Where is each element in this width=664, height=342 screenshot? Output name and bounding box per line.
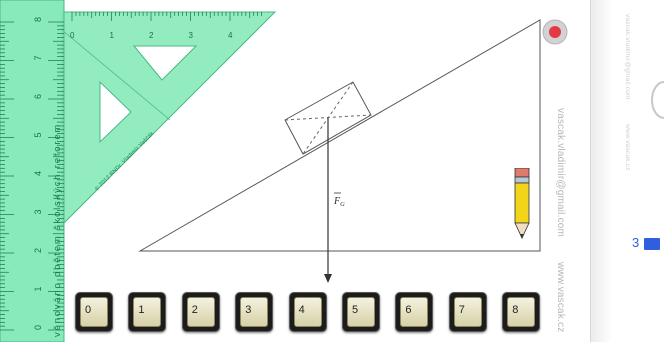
ruler-number: 8	[33, 17, 43, 22]
set-square-number: 0	[70, 31, 75, 40]
gravity-arrow-head	[324, 274, 332, 283]
ruler-number: 4	[33, 171, 43, 176]
ruler-caption: věnováno obětem školských reforem	[52, 122, 63, 337]
number-key-label: 2	[186, 297, 215, 327]
ruler-number: 6	[33, 94, 43, 99]
number-key-8[interactable]: 8	[502, 292, 541, 332]
right-watermark-email: vascak.vladimir@gmail.com	[624, 14, 631, 100]
set-square-scale: 0 1 2 3 4	[70, 12, 262, 40]
record-button-icon[interactable]	[541, 18, 569, 46]
number-key-7[interactable]: 7	[448, 292, 487, 332]
set-square-number: 2	[149, 31, 154, 40]
long-ruler-scale: 0 1 2 3 4 5 6 7 8	[0, 17, 64, 331]
ruler-number: 7	[33, 55, 43, 60]
number-key-3[interactable]: 3	[235, 292, 274, 332]
ruler-number: 5	[33, 132, 43, 137]
number-key-6[interactable]: 6	[395, 292, 434, 332]
right-panel-badge[interactable]: 3	[632, 235, 660, 250]
set-square-number: 1	[110, 31, 115, 40]
number-key-label: 3	[240, 297, 269, 327]
right-panel-knob[interactable]	[650, 80, 664, 120]
number-key-2[interactable]: 2	[181, 292, 220, 332]
inclined-plane	[138, 19, 541, 252]
number-key-label: 8	[507, 297, 536, 327]
number-key-label: 1	[133, 297, 162, 327]
number-key-4[interactable]: 4	[288, 292, 327, 332]
set-square-hole-left	[99, 80, 132, 144]
number-key-label: 7	[453, 297, 482, 327]
set-square-number: 3	[189, 31, 194, 40]
panel-divider	[590, 0, 591, 342]
number-key-0[interactable]: 0	[75, 292, 113, 332]
set-square-edge	[61, 29, 171, 121]
right-watermark-site: www.vascak.cz	[624, 124, 631, 171]
badge-number: 3	[632, 235, 640, 250]
ruler-number: 0	[33, 325, 43, 330]
number-key-label: 6	[400, 297, 429, 327]
force-label: FG	[333, 196, 345, 208]
number-key-label: 0	[80, 297, 108, 327]
right-panel-shadow	[591, 0, 613, 342]
pencil-icon[interactable]	[512, 168, 532, 242]
set-square-hole-top	[132, 45, 198, 81]
long-ruler[interactable]	[0, 0, 65, 342]
number-key-label: 4	[293, 297, 322, 327]
badge-block	[643, 237, 660, 250]
watermark-email: vascak.vladimir@gmail.com	[555, 108, 566, 238]
ruler-number: 3	[33, 209, 43, 214]
number-key-1[interactable]: 1	[128, 292, 167, 332]
ruler-number: 2	[33, 248, 43, 253]
watermark-site: www.vascak.cz	[555, 262, 566, 333]
set-square-number: 4	[228, 31, 233, 40]
ruler-number: 1	[33, 286, 43, 291]
number-key-label: 5	[347, 297, 375, 327]
number-key-5[interactable]: 5	[342, 292, 380, 332]
